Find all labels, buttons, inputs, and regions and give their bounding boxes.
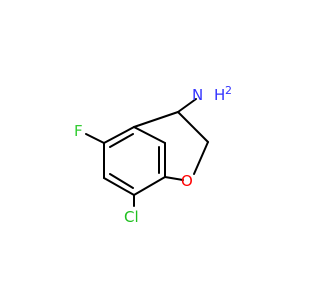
atom-f-label: F	[74, 122, 83, 140]
double-bond-c5-c6	[109, 173, 134, 189]
bond-c3a-c4	[103, 126, 135, 144]
atom-n-hydrogen-label: H	[214, 86, 225, 104]
atom-n-label: N	[192, 86, 203, 104]
double-bond-c3a-c4	[109, 133, 134, 148]
bond-c2-o	[193, 141, 209, 175]
bond-c5-f	[85, 133, 105, 144]
bond-c3a-c3	[133, 111, 179, 128]
atom-o-label: O	[181, 172, 193, 190]
atom-n-hydrogen-count: 2	[225, 84, 232, 97]
bond-c6-c7	[133, 176, 166, 196]
bond-c5-c6	[103, 177, 135, 196]
bond-o-c7a	[164, 176, 184, 181]
structure-diagram: N H 2 F O Cl	[74, 84, 232, 226]
atom-cl-label: Cl	[124, 208, 139, 226]
bond-c3-c2	[177, 111, 209, 143]
bond-c3-n	[177, 98, 197, 113]
bond-c7a-c3a	[133, 126, 166, 144]
